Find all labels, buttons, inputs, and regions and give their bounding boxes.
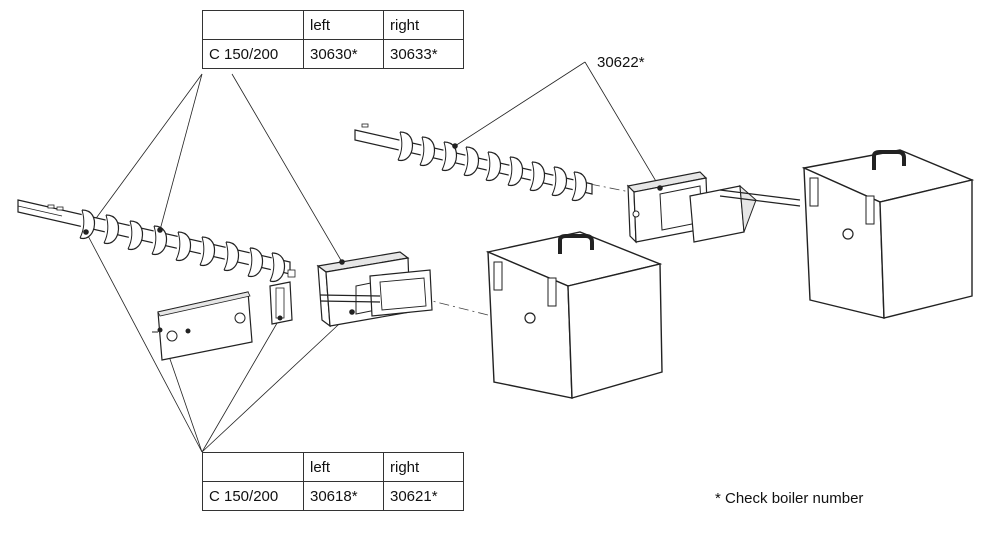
table-header-row: left right <box>202 452 464 482</box>
table-header-cell: right <box>383 10 464 40</box>
left-boiler-box <box>485 231 663 399</box>
table-row: C 150/200 30630* 30633* <box>202 39 464 69</box>
table-header-cell <box>202 452 304 482</box>
table-header-cell: right <box>383 452 464 482</box>
table-header-row: left right <box>202 10 464 40</box>
right-boiler-box <box>801 149 975 319</box>
right-auger <box>354 123 593 202</box>
part-callout-label: 30622* <box>597 54 645 71</box>
table-cell: C 150/200 <box>202 481 304 511</box>
table-cell: 30630* <box>303 39 384 69</box>
center-lines <box>419 183 631 319</box>
table-cell: 30621* <box>383 481 464 511</box>
table-header-cell: left <box>303 452 384 482</box>
left-small-bracket <box>269 281 293 325</box>
table-cell: 30618* <box>303 481 384 511</box>
table-header-cell: left <box>303 10 384 40</box>
table-cell: 30633* <box>383 39 464 69</box>
left-feed-housing <box>316 251 433 328</box>
footnote: * Check boiler number <box>715 490 864 507</box>
leader-lines <box>85 61 661 453</box>
table-row: C 150/200 30618* 30621* <box>202 481 464 511</box>
part-table-top: left right C 150/200 30630* 30633* <box>202 10 464 69</box>
table-header-cell <box>202 10 304 40</box>
part-table-bottom: left right C 150/200 30618* 30621* <box>202 452 464 511</box>
right-feed-housing <box>626 171 801 244</box>
table-cell: C 150/200 <box>202 39 304 69</box>
left-cover-plate <box>152 291 253 361</box>
left-auger <box>17 199 296 283</box>
